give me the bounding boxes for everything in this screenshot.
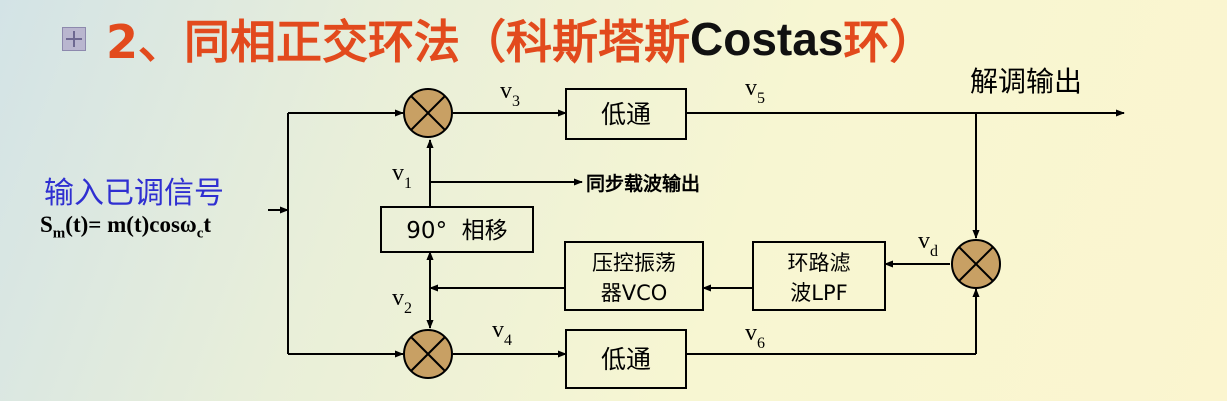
signal-vd: vd — [918, 228, 938, 260]
mixer-top — [403, 88, 453, 138]
lowpass-top-box — [565, 88, 687, 140]
title-suffix: 环） — [843, 15, 936, 69]
formula-s: S — [40, 212, 53, 237]
input-formula: Sm(t)= m(t)cosωct — [40, 212, 211, 243]
signal-v3: v3 — [500, 78, 520, 110]
lowpass-bottom-label: 低通 — [601, 345, 651, 374]
loop-filter-box — [752, 241, 886, 311]
loop-filter-label-line1: 环路滤 — [788, 251, 851, 275]
mixer-bottom — [403, 329, 453, 379]
title-costas: Costas — [690, 13, 844, 65]
carrier-output-label: 同步载波输出 — [586, 172, 700, 195]
formula-end: t — [203, 212, 212, 237]
lowpass-top-label: 低通 — [601, 100, 651, 129]
formula-c-sub: c — [196, 225, 204, 242]
signal-v6: v6 — [745, 320, 765, 352]
formula-m-sub: m — [52, 225, 66, 242]
phase-shift-box — [380, 206, 534, 253]
signal-v2: v2 — [392, 285, 412, 317]
input-label: 输入已调信号 — [44, 176, 224, 211]
vco-label-line1: 压控振荡 — [592, 251, 676, 275]
signal-v4: v4 — [492, 317, 512, 349]
vco-box — [564, 241, 704, 311]
phase-shift-label: 90° 相移 — [406, 218, 507, 244]
formula-mid: (t)= m(t)cosω — [65, 212, 197, 237]
bullet-icon — [62, 27, 86, 51]
title-prefix: 2、同相正交环法（科斯塔斯 — [106, 15, 691, 69]
signal-v5: v5 — [745, 75, 765, 107]
signal-v1: v1 — [392, 160, 412, 192]
mixer-right — [951, 239, 1001, 289]
vco-label-line2: 器VCO — [601, 281, 668, 305]
lowpass-bottom-box — [565, 329, 687, 389]
demod-output-label: 解调输出 — [970, 65, 1083, 98]
loop-filter-label-line2: 波LPF — [790, 281, 847, 305]
